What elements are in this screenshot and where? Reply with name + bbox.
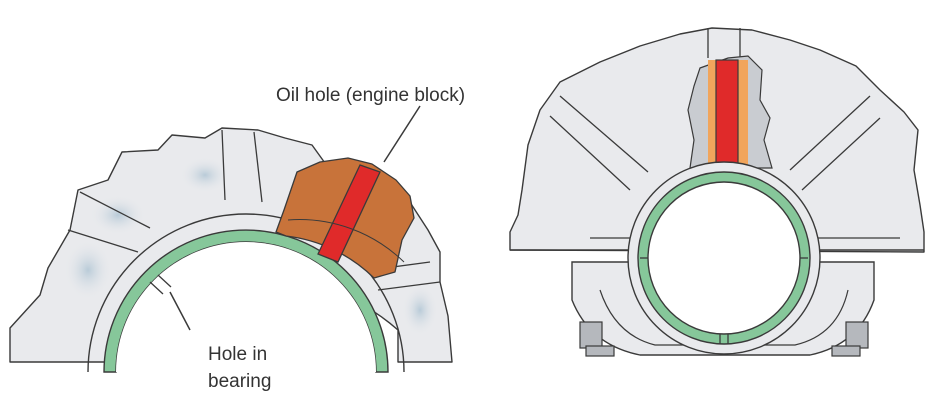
- bearing-hole-mark: [149, 274, 172, 295]
- hole-in-bearing-label-line1: Hole in: [208, 344, 268, 365]
- right-oil-channel: [715, 59, 739, 173]
- right-bore: [647, 181, 801, 335]
- left-block-view: [9, 105, 453, 373]
- right-web-line: [549, 95, 649, 191]
- right-web-line: [789, 95, 881, 191]
- left-bolt: [579, 321, 615, 357]
- left-web-line: [221, 129, 263, 203]
- oil-hole-label: Oil hole (engine block): [276, 85, 466, 106]
- right-block-view: [509, 27, 925, 357]
- oil-hole-leader: [383, 105, 421, 163]
- left-saddle-outer: [87, 213, 405, 373]
- hole-in-bearing-label-line2: bearing: [208, 371, 272, 392]
- bearing-hole-leader: [169, 291, 191, 331]
- left-web-line: [67, 191, 151, 253]
- right-bolt: [831, 321, 869, 357]
- left-oil-channel: [317, 164, 381, 263]
